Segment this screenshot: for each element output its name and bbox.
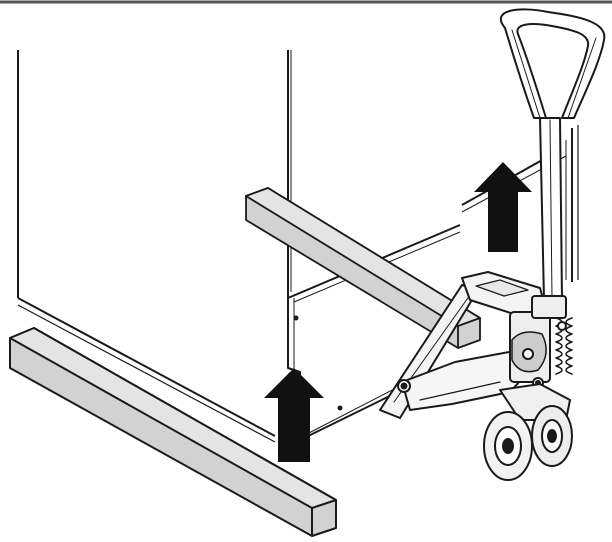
truck-handle-grip: [499, 8, 606, 119]
up-arrow-icon: [264, 368, 324, 462]
truck-wheel-front: [483, 411, 533, 481]
crate: [17, 50, 579, 443]
up-arrow-icon: [474, 162, 532, 252]
truck-wheel-rear: [531, 405, 573, 467]
pallet-bottom-edge: [299, 389, 403, 441]
rear-beam: [245, 187, 481, 349]
crate-bottom-left: [17, 297, 276, 437]
pallet-truck: [379, 8, 606, 481]
front-beam: [9, 327, 337, 537]
